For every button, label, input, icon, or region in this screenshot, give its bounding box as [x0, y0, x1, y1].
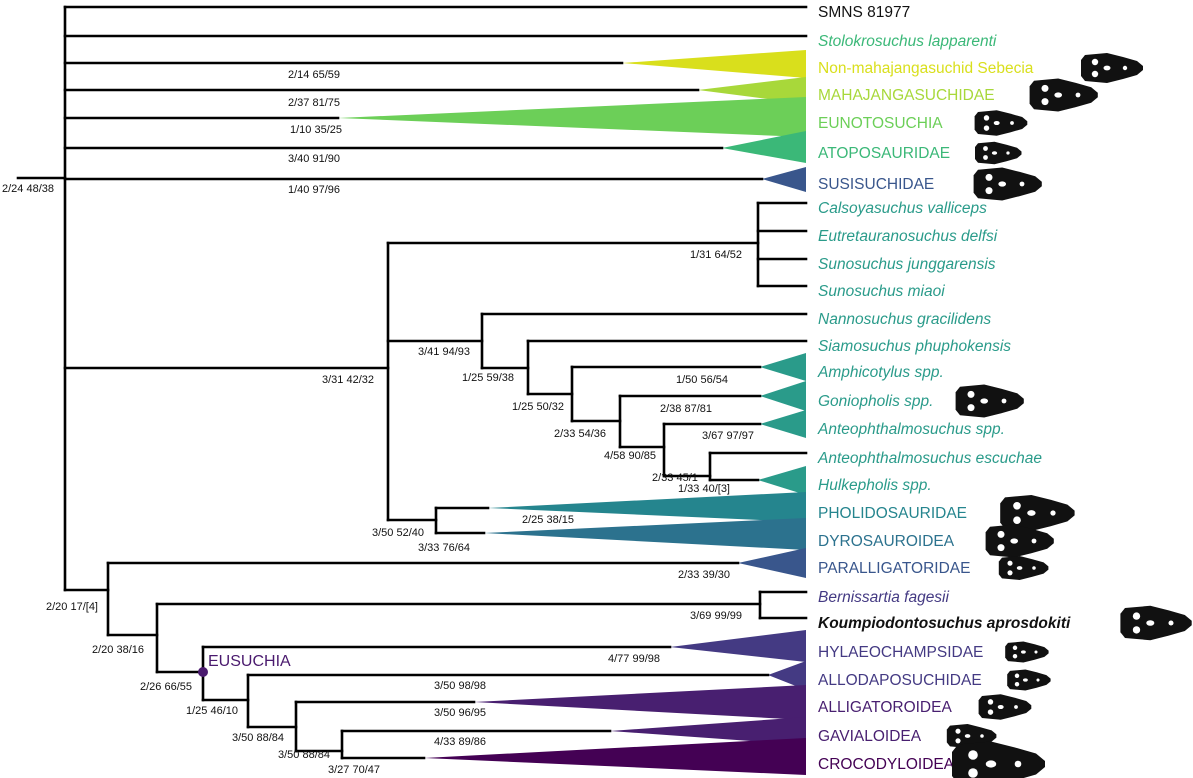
clade-triangle-atoposauridae: [722, 131, 806, 163]
clade-triangle-dyrosauroidea: [484, 518, 806, 550]
clade-triangle-hylaeochampsidae: [670, 630, 806, 662]
taxon-label: MAHAJANGASUCHIDAE: [818, 87, 995, 104]
taxon-label: ATOPOSAURIDAE: [818, 145, 950, 162]
clade-triangle-mahajangasuchidae: [698, 77, 806, 104]
support-value: 3/69 99/99: [690, 610, 742, 622]
skull-icon: [998, 556, 1049, 580]
skull-silhouettes: [946, 53, 1192, 778]
clade-triangle-susisuchidae: [762, 167, 806, 192]
support-value: 1/33 40/[3]: [678, 483, 730, 495]
support-value: 4/58 90/85: [604, 450, 656, 462]
support-value: 2/33 45/1: [652, 472, 698, 484]
skull-icon: [985, 524, 1054, 558]
support-labels: 2/24 48/38 2/14 65/59 2/37 81/75 1/10 35/25…: [2, 69, 754, 776]
skull-icon: [1120, 605, 1192, 641]
eusuchia-label: EUSUCHIA: [208, 653, 291, 670]
support-value: 2/37 81/75: [288, 97, 340, 109]
clade-triangle-crocodyloidea: [424, 738, 806, 775]
taxon-label: Calsoyasuchus valliceps: [818, 200, 987, 217]
taxon-label: ALLODAPOSUCHIDAE: [818, 672, 982, 689]
taxon-label: Amphicotylus spp.: [817, 364, 944, 381]
support-value: 2/20 38/16: [92, 644, 144, 656]
support-value: 3/50 98/98: [434, 680, 486, 692]
support-value: 4/77 99/98: [608, 653, 660, 665]
clade-triangle-amphicotylus: [760, 353, 806, 381]
clade-triangle-alligatoroidea: [474, 685, 806, 720]
clade-triangle-gavialoidea: [610, 717, 806, 745]
taxon-label: Koumpiodontosuchus aprosdokiti: [818, 615, 1071, 632]
support-value: 2/38 87/81: [660, 403, 712, 415]
support-value: 3/50 88/84: [278, 749, 330, 761]
taxon-label: CROCODYLOIDEA: [818, 756, 955, 773]
taxon-label: Sunosuchus miaoi: [818, 283, 945, 300]
support-value: 2/26 66/55: [140, 681, 192, 693]
skull-icon: [1029, 78, 1098, 112]
eusuchia-node-marker: [198, 667, 208, 677]
taxon-label: Goniopholis spp.: [818, 393, 933, 410]
support-value: 3/33 76/64: [418, 542, 470, 554]
support-value: 2/33 39/30: [678, 569, 730, 581]
taxon-label: Anteophthalmosuchus escuchae: [817, 450, 1042, 467]
skull-icon: [973, 167, 1042, 201]
skull-icon: [1005, 641, 1049, 663]
skull-icon: [975, 141, 1022, 165]
clade-triangle-hulkepholis: [758, 466, 806, 495]
support-value: 3/41 94/93: [418, 346, 470, 358]
skull-icon: [955, 384, 1024, 418]
taxon-label: Nannosuchus gracilidens: [818, 311, 991, 328]
support-value: 2/14 65/59: [288, 69, 340, 81]
taxon-label: PHOLIDOSAURIDAE: [818, 505, 967, 522]
support-value: 1/25 59/38: [462, 372, 514, 384]
skull-icon: [978, 694, 1032, 720]
taxon-label: HYLAEOCHAMPSIDAE: [818, 644, 983, 661]
support-value: 2/24 48/38: [2, 183, 54, 195]
skull-icon: [1007, 669, 1051, 691]
skull-icon: [952, 741, 1045, 778]
support-value: 2/20 17/[4]: [46, 601, 98, 613]
taxon-label: Anteophthalmosuchus spp.: [817, 421, 1005, 438]
taxon-label: Hulkepholis spp.: [818, 477, 932, 494]
support-value: 3/67 97/97: [702, 430, 754, 442]
taxon-label: DYROSAUROIDEA: [818, 533, 955, 550]
support-value: 2/25 38/15: [522, 514, 574, 526]
support-value: 2/33 54/36: [554, 428, 606, 440]
support-value: 3/31 42/32: [322, 374, 374, 386]
taxon-label: Eutretauranosuchus delfsi: [818, 228, 998, 245]
support-value: 1/50 56/54: [676, 374, 728, 386]
support-value: 3/27 70/47: [328, 764, 380, 776]
clade-triangle-pholidosauridae: [488, 492, 806, 522]
taxon-label: Stolokrosuchus lapparenti: [818, 33, 997, 50]
support-value: 1/25 46/10: [186, 705, 238, 717]
taxon-label: PARALLIGATORIDAE: [818, 560, 970, 577]
taxon-label: GAVIALOIDEA: [818, 728, 922, 745]
support-value: 4/33 89/86: [434, 736, 486, 748]
skull-icon: [1081, 53, 1143, 83]
clade-triangle-eunotosuchia: [338, 97, 806, 137]
taxon-label: ALLIGATOROIDEA: [818, 699, 952, 716]
support-value: 3/50 88/84: [232, 732, 284, 744]
clade-triangle-paralligatoridae: [738, 548, 806, 578]
support-value: 1/25 50/32: [512, 401, 564, 413]
support-value: 3/50 52/40: [372, 527, 424, 539]
taxon-label: Sunosuchus junggarensis: [818, 256, 996, 273]
clade-triangle-sebecia: [622, 50, 806, 78]
support-value: 1/31 64/52: [690, 249, 742, 261]
support-value: 1/40 97/96: [288, 184, 340, 196]
taxon-label: SMNS 81977: [818, 4, 910, 21]
taxon-label: EUNOTOSUCHIA: [818, 115, 943, 132]
taxon-label: Siamosuchus phuphokensis: [818, 338, 1011, 355]
support-value: 3/50 96/95: [434, 707, 486, 719]
clade-triangle-allodaposuchidae: [768, 661, 806, 690]
taxon-label: SUSISUCHIDAE: [818, 176, 934, 193]
clade-triangle-goniopholis: [760, 381, 806, 411]
skull-icon: [974, 110, 1028, 136]
clade-triangle-anteophthalmosuchus: [760, 410, 806, 438]
support-value: 1/10 35/25: [290, 124, 342, 136]
taxon-label: Non-mahajangasuchid Sebecia: [818, 60, 1034, 77]
support-value: 3/40 91/90: [288, 153, 340, 165]
taxon-label: Bernissartia fagesii: [818, 589, 950, 606]
tree-edges: [16, 5, 808, 760]
